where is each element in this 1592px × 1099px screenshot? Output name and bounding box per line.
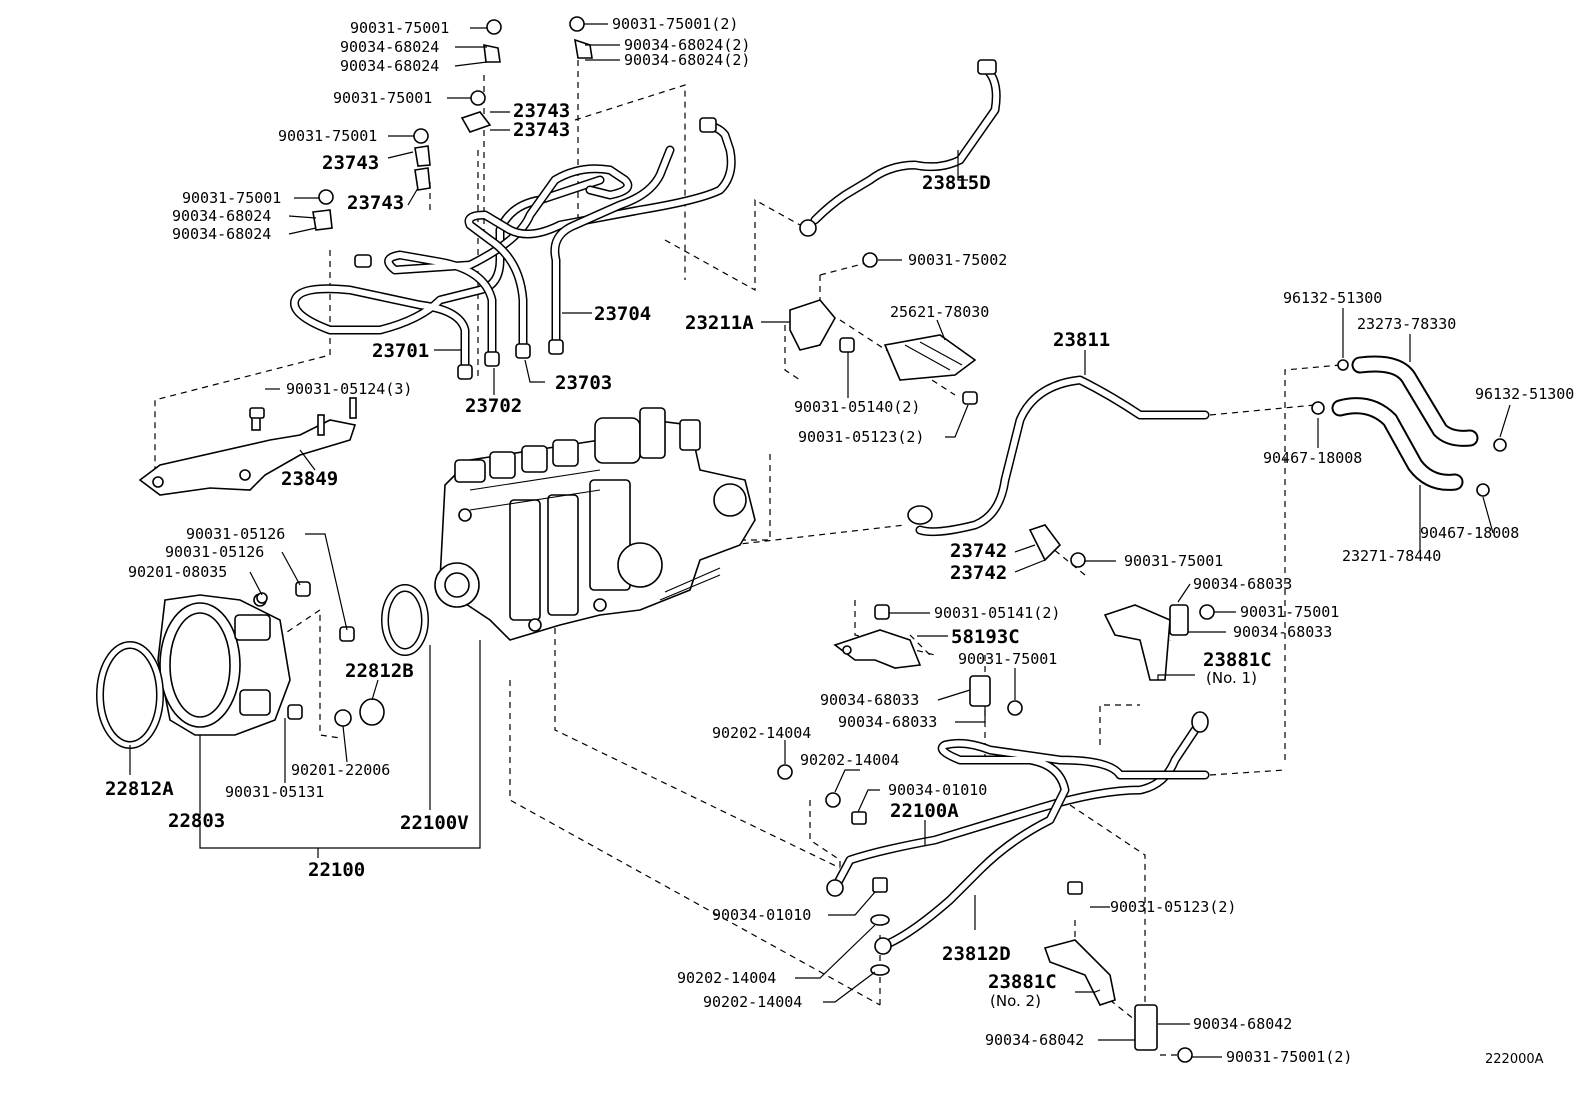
label-23742: 23742 bbox=[950, 562, 1007, 584]
label-90034-68033: 90034-68033 bbox=[1193, 575, 1292, 593]
label-90031-75001: 90031-75001 bbox=[1240, 603, 1339, 621]
label-22100V: 22100V bbox=[400, 812, 469, 834]
label-90467-18008: 90467-18008 bbox=[1420, 524, 1519, 542]
bracket-23849 bbox=[138, 397, 357, 496]
label-no-2: (No. 2) bbox=[990, 992, 1041, 1010]
label-90031-05123-x2: 90031-05123(2) bbox=[798, 428, 924, 446]
label-23271-78440: 23271-78440 bbox=[1342, 547, 1441, 565]
injection-pipes bbox=[289, 117, 736, 380]
hoses bbox=[1311, 355, 1507, 497]
label-23812D: 23812D bbox=[942, 943, 1011, 965]
label-90031-05141-x2: 90031-05141(2) bbox=[934, 604, 1060, 622]
label-90034-68024-x2: 90034-68024(2) bbox=[624, 36, 750, 54]
label-23881C: 23881C bbox=[1203, 649, 1272, 671]
leader-lines bbox=[129, 23, 1511, 1058]
label-90031-05123-x2: 90031-05123(2) bbox=[1110, 898, 1236, 916]
label-23815D: 23815D bbox=[922, 172, 991, 194]
label-90034-68024: 90034-68024 bbox=[340, 57, 439, 75]
label-90031-75001: 90031-75001 bbox=[182, 189, 281, 207]
label-22100: 22100 bbox=[308, 859, 365, 881]
label-90202-14004: 90202-14004 bbox=[703, 993, 802, 1011]
label-23703: 23703 bbox=[555, 372, 612, 394]
label-90034-68033: 90034-68033 bbox=[820, 691, 919, 709]
label-90031-75001-x2: 90031-75001(2) bbox=[1226, 1048, 1352, 1066]
label-90202-14004: 90202-14004 bbox=[677, 969, 776, 987]
label-23701: 23701 bbox=[372, 340, 429, 362]
o-rings bbox=[96, 584, 429, 749]
label-23743: 23743 bbox=[513, 119, 570, 141]
label-25621-78030: 25621-78030 bbox=[890, 303, 989, 321]
label-90034-68033: 90034-68033 bbox=[1233, 623, 1332, 641]
label-90031-75002: 90031-75002 bbox=[908, 251, 1007, 269]
label-90031-75001: 90031-75001 bbox=[1124, 552, 1223, 570]
label-96132-51300: 96132-51300 bbox=[1283, 289, 1382, 307]
label-90201-08035: 90201-08035 bbox=[128, 563, 227, 581]
label-90034-68024: 90034-68024 bbox=[340, 38, 439, 56]
label-90031-75001: 90031-75001 bbox=[333, 89, 432, 107]
label-23742: 23742 bbox=[950, 540, 1007, 562]
label-23743: 23743 bbox=[347, 192, 404, 214]
label-23881C: 23881C bbox=[988, 971, 1057, 993]
label-90031-05124-x3: 90031-05124(3) bbox=[286, 380, 412, 398]
label-no-1: (No. 1) bbox=[1206, 669, 1257, 687]
label-23811: 23811 bbox=[1053, 329, 1110, 351]
label-90031-75001-x2: 90031-75001(2) bbox=[612, 15, 738, 33]
label-90034-68024: 90034-68024 bbox=[172, 207, 271, 225]
bolts bbox=[249, 337, 1083, 976]
label-90031-05126: 90031-05126 bbox=[165, 543, 264, 561]
pipe-23815D bbox=[799, 59, 1001, 237]
label-90034-68024: 90034-68024 bbox=[172, 225, 271, 243]
pipes-lower bbox=[826, 711, 1210, 955]
label-90031-75001: 90031-75001 bbox=[350, 19, 449, 37]
label-90201-22006: 90201-22006 bbox=[291, 761, 390, 779]
label-90034-68024-x2: 90034-68024(2) bbox=[624, 51, 750, 69]
label-90034-68033: 90034-68033 bbox=[838, 713, 937, 731]
label-90467-18008: 90467-18008 bbox=[1263, 449, 1362, 467]
label-90034-01010: 90034-01010 bbox=[712, 906, 811, 924]
label-90034-68042: 90034-68042 bbox=[1193, 1015, 1292, 1033]
label-90202-14004: 90202-14004 bbox=[800, 751, 899, 769]
injection-pump bbox=[434, 407, 756, 641]
label-22100A: 22100A bbox=[890, 800, 959, 822]
label-22803: 22803 bbox=[168, 810, 225, 832]
clamps bbox=[312, 38, 1189, 1051]
housing-22803 bbox=[157, 593, 291, 736]
label-90034-01010: 90034-01010 bbox=[888, 781, 987, 799]
label-23743: 23743 bbox=[322, 152, 379, 174]
label-90031-75001: 90031-75001 bbox=[958, 650, 1057, 668]
pipe-23811 bbox=[907, 375, 1210, 537]
label-90031-05140-x2: 90031-05140(2) bbox=[794, 398, 920, 416]
label-23702: 23702 bbox=[465, 395, 522, 417]
label-23849: 23849 bbox=[281, 468, 338, 490]
label-22812A: 22812A bbox=[105, 778, 174, 800]
nuts bbox=[318, 16, 1215, 1063]
label-90031-05126: 90031-05126 bbox=[186, 525, 285, 543]
part-labels: 90031-75001 90034-68024 90034-68024 9003… bbox=[105, 15, 1574, 1067]
label-58193C: 58193C bbox=[951, 626, 1020, 648]
label-90031-75001: 90031-75001 bbox=[278, 127, 377, 145]
brackets bbox=[789, 299, 1171, 1006]
label-22812B: 22812B bbox=[345, 660, 414, 682]
label-96132-51300: 96132-51300 bbox=[1475, 385, 1574, 403]
label-23743: 23743 bbox=[513, 100, 570, 122]
label-90031-05131: 90031-05131 bbox=[225, 783, 324, 801]
label-23704: 23704 bbox=[594, 303, 651, 325]
diagram-code: 222000A bbox=[1485, 1052, 1544, 1067]
label-90034-68042: 90034-68042 bbox=[985, 1031, 1084, 1049]
label-23211A: 23211A bbox=[685, 312, 754, 334]
label-90202-14004: 90202-14004 bbox=[712, 724, 811, 742]
label-23273-78330: 23273-78330 bbox=[1357, 315, 1456, 333]
